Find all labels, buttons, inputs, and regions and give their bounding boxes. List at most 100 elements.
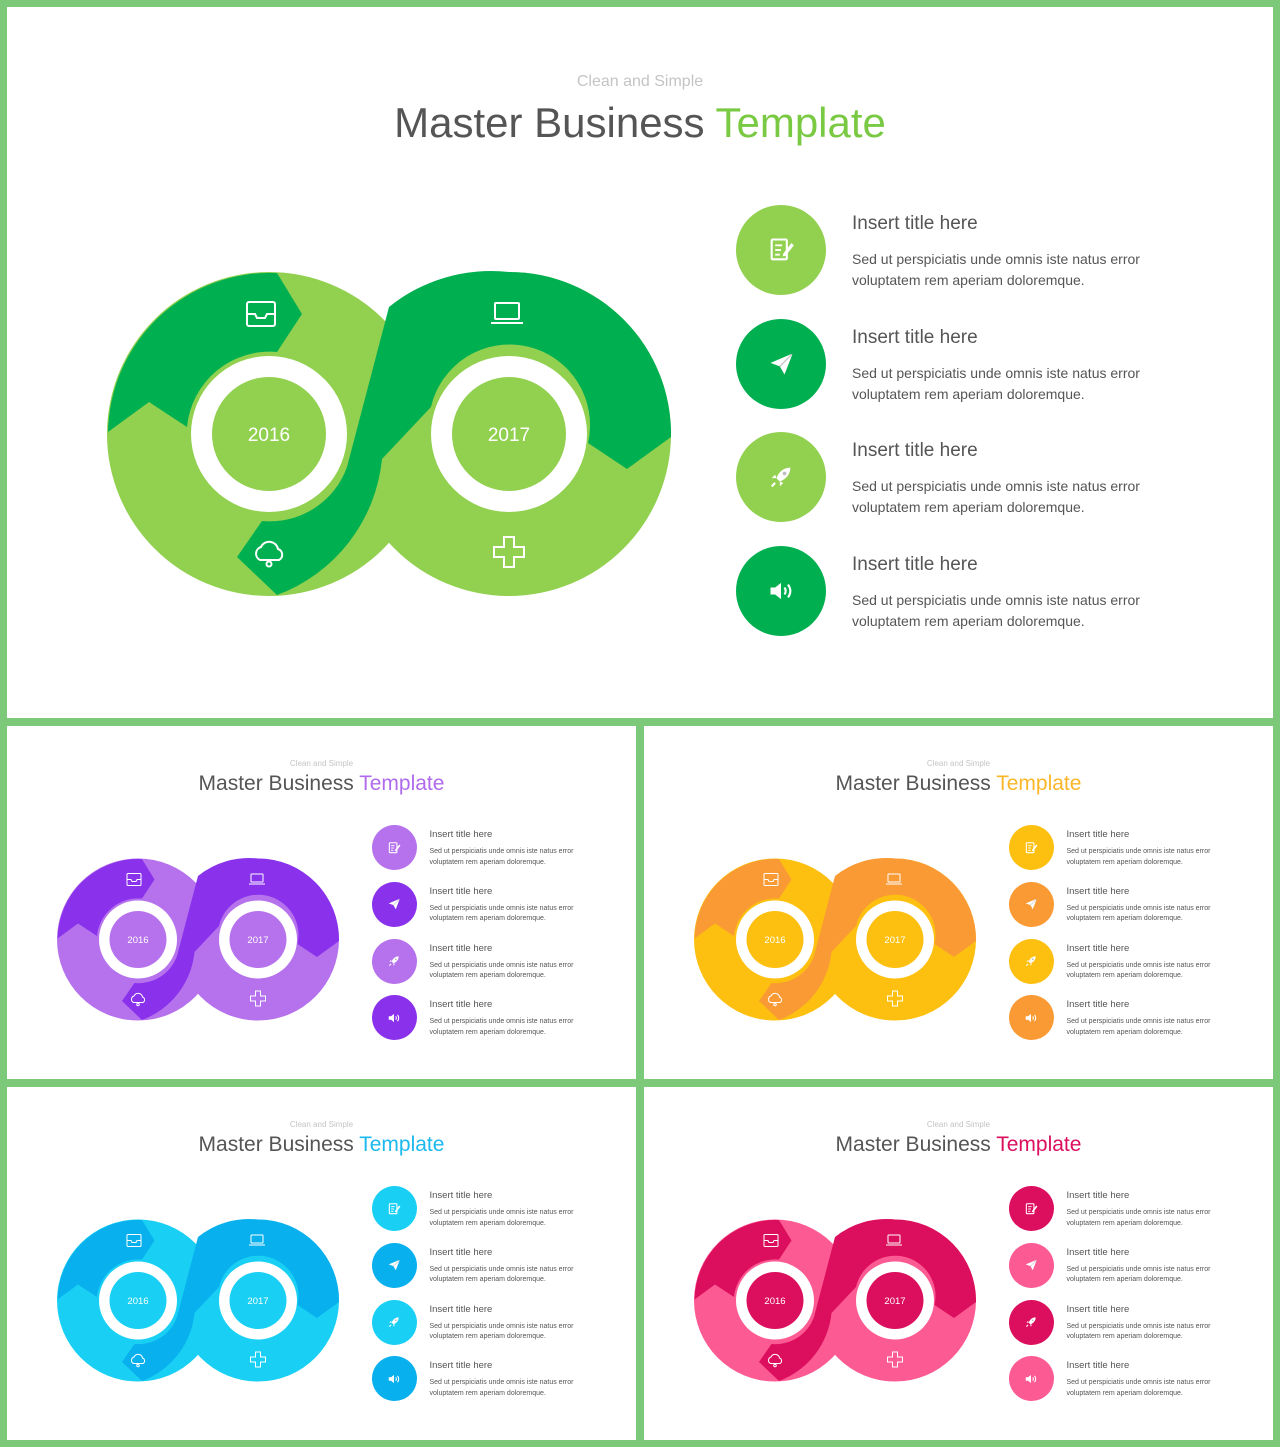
item-2-title: Insert title here	[429, 1246, 493, 1258]
paper-plane-icon	[387, 1258, 401, 1272]
year-left: 2016	[764, 1296, 785, 1307]
item-1-badge	[371, 825, 417, 870]
item-3-badge	[736, 432, 826, 522]
medical-cross-icon	[887, 990, 903, 1007]
notepad-icon	[1024, 841, 1038, 855]
dark-band-left	[57, 1219, 155, 1300]
item-3-title: Insert title here	[429, 942, 493, 954]
item-4-badge	[371, 995, 417, 1041]
year-right: 2017	[884, 1296, 905, 1307]
right-center	[229, 911, 287, 968]
infinity-diagram: 2016 2017	[52, 1212, 352, 1392]
right-center	[866, 1272, 924, 1329]
item-1-badge	[736, 205, 826, 295]
paper-plane-icon	[1024, 897, 1038, 911]
slide-title: Master Business Template	[7, 1133, 636, 1157]
item-1-title: Insert title here	[852, 213, 978, 234]
title-main: Master Business	[835, 772, 997, 795]
item-1-description: Sed ut perspiciatis unde omnis iste natu…	[429, 1209, 574, 1227]
title-accent: Template	[359, 772, 445, 795]
slide-purple: Clean and Simple Master Business Templat…	[7, 726, 636, 1079]
year-left: 2016	[248, 425, 290, 446]
speaker-icon	[1024, 1372, 1038, 1386]
rocket-icon	[1024, 954, 1038, 968]
inbox-icon	[126, 1234, 142, 1247]
slide-orange: Clean and Simple Master Business Templat…	[644, 726, 1273, 1079]
item-3-description: Sed ut perspiciatis unde omnis iste natu…	[1066, 1322, 1211, 1341]
speaker-icon	[767, 577, 795, 605]
slide-subtitle: Clean and Simple	[926, 1120, 991, 1129]
year-right: 2017	[884, 935, 905, 946]
year-right: 2017	[488, 425, 530, 446]
laptop-icon	[886, 873, 902, 885]
medical-cross-icon	[493, 536, 525, 568]
item-2-title: Insert title here	[852, 326, 978, 348]
item-3-badge	[1008, 938, 1054, 984]
paper-plane-icon	[1024, 1258, 1038, 1272]
cloud-icon	[131, 992, 146, 1007]
inbox-icon	[126, 873, 142, 886]
title-main: Master Business	[198, 1133, 360, 1156]
infinity-diagram: 2016 2017	[52, 851, 352, 1031]
item-4-title: Insert title here	[1066, 999, 1130, 1011]
item-1-description: Sed ut perspiciatis unde omnis iste natu…	[852, 251, 1140, 288]
right-center	[866, 911, 924, 968]
infinity-diagram: 2016 2017	[689, 1212, 989, 1392]
slide-title: Master Business Template	[644, 772, 1273, 796]
item-1-description: Sed ut perspiciatis unde omnis iste natu…	[429, 848, 574, 866]
dark-band-center	[759, 857, 977, 1020]
item-2-title: Insert title here	[1066, 1246, 1130, 1258]
slide-pink: Clean and Simple Master Business Templat…	[644, 1087, 1273, 1440]
laptop-icon	[249, 873, 265, 885]
year-right: 2017	[247, 1296, 268, 1307]
item-2-badge	[1008, 881, 1054, 927]
right-center	[452, 377, 566, 491]
item-4-badge	[736, 545, 826, 636]
slide-subtitle: Clean and Simple	[289, 1120, 354, 1129]
item-2-title: Insert title here	[1066, 885, 1130, 897]
item-2-badge	[371, 881, 417, 927]
item-1-badge	[1008, 1186, 1054, 1231]
slide-main: Clean and Simple Master Business Templat…	[7, 7, 1273, 718]
medical-cross-icon	[250, 990, 266, 1007]
item-2-badge	[736, 318, 826, 409]
item-3-description: Sed ut perspiciatis unde omnis iste natu…	[1066, 961, 1211, 980]
item-3-description: Sed ut perspiciatis unde omnis iste natu…	[429, 1322, 574, 1341]
infinity-diagram: 2016 2017	[97, 257, 697, 617]
year-left: 2016	[127, 935, 148, 946]
slide-subtitle: Clean and Simple	[576, 73, 704, 90]
year-right: 2017	[247, 935, 268, 946]
year-left: 2016	[127, 1296, 148, 1307]
dark-band-left	[57, 858, 155, 939]
left-center	[746, 1272, 804, 1329]
dark-band-center	[759, 1218, 977, 1381]
cloud-icon	[768, 992, 783, 1007]
slide-subtitle: Clean and Simple	[926, 759, 991, 768]
medical-cross-icon	[250, 1351, 266, 1368]
item-1-title: Insert title here	[429, 1190, 493, 1201]
inbox-icon	[763, 873, 779, 886]
rocket-icon	[387, 1315, 401, 1329]
paper-plane-icon	[387, 897, 401, 911]
title-accent: Template	[359, 1133, 445, 1156]
item-2-description: Sed ut perspiciatis unde omnis iste natu…	[852, 364, 1140, 402]
item-4-badge	[1008, 1356, 1054, 1402]
rocket-icon	[767, 463, 795, 491]
item-3-description: Sed ut perspiciatis unde omnis iste natu…	[429, 961, 574, 980]
item-2-badge	[1008, 1242, 1054, 1288]
item-3-title: Insert title here	[429, 1303, 493, 1315]
item-4-badge	[1008, 995, 1054, 1041]
speaker-icon	[387, 1372, 401, 1386]
speaker-icon	[1024, 1011, 1038, 1025]
item-1-title: Insert title here	[1066, 1190, 1130, 1201]
laptop-icon	[491, 302, 523, 324]
item-3-title: Insert title here	[1066, 942, 1130, 954]
slide-title: Master Business Template	[7, 772, 636, 796]
item-2-description: Sed ut perspiciatis unde omnis iste natu…	[1066, 1265, 1211, 1284]
item-4-description: Sed ut perspiciatis unde omnis iste natu…	[429, 1018, 574, 1036]
left-center	[746, 911, 804, 968]
slide-title: Master Business Template	[644, 1133, 1273, 1157]
title-main: Master Business	[394, 99, 716, 146]
cloud-icon	[131, 1353, 146, 1368]
item-1-title: Insert title here	[429, 829, 493, 840]
